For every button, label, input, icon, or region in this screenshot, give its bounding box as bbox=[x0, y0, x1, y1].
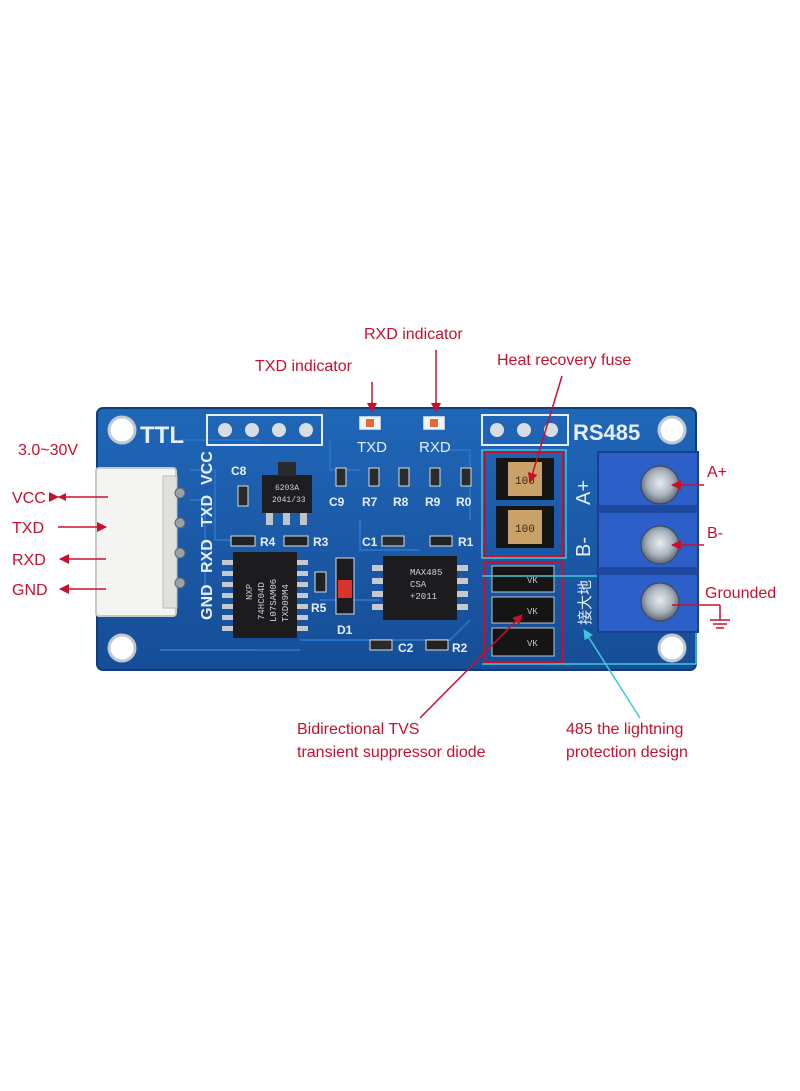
svg-text:VK: VK bbox=[527, 576, 538, 586]
label-rxd: RXD bbox=[12, 552, 46, 569]
svg-text:VCC: VCC bbox=[199, 451, 216, 485]
label-r2: R2 bbox=[452, 641, 468, 655]
label-lightning-line1: 485 the lightning bbox=[566, 721, 683, 738]
label-r0: R0 bbox=[456, 495, 472, 509]
chip-max485: MAX485 CSA +2011 bbox=[372, 556, 468, 620]
svg-text:NXP: NXP bbox=[245, 584, 255, 600]
board-pin-labels: GND RXD TXD VCC bbox=[199, 451, 216, 620]
label-rxd-indicator: RXD indicator bbox=[364, 326, 463, 343]
label-grounded: Grounded bbox=[705, 585, 776, 602]
label-txd: TXD bbox=[12, 520, 44, 537]
jst-pins bbox=[174, 487, 186, 589]
label-gnd: GND bbox=[12, 582, 48, 599]
svg-text:VK: VK bbox=[527, 639, 538, 649]
svg-text:+2011: +2011 bbox=[410, 592, 437, 602]
smd-row-top bbox=[335, 467, 472, 487]
label-c9: C9 bbox=[329, 495, 345, 509]
label-txd-indicator: TXD indicator bbox=[255, 358, 353, 375]
label-a-plus: A+ bbox=[707, 464, 727, 481]
label-b-minus: B- bbox=[707, 525, 723, 542]
voltage-regulator bbox=[262, 475, 312, 513]
label-c2: C2 bbox=[398, 641, 414, 655]
board-led-txd-label: TXD bbox=[357, 439, 387, 456]
heat-recovery-fuses: 100 100 bbox=[496, 458, 554, 548]
label-r3: R3 bbox=[313, 535, 329, 549]
header-pads-left bbox=[218, 423, 313, 437]
pcb-traces bbox=[160, 439, 471, 651]
svg-text:CSA: CSA bbox=[410, 580, 427, 590]
label-vcc: VCC bbox=[12, 490, 46, 507]
svg-text:GND: GND bbox=[199, 584, 216, 620]
tvs-diodes: VK VK VK bbox=[491, 565, 555, 657]
svg-text:VK: VK bbox=[527, 607, 538, 617]
header-4pin-left bbox=[206, 414, 323, 446]
board-rs485-label: RS485 bbox=[573, 420, 640, 445]
fuse-highlight bbox=[484, 451, 564, 558]
board-ground-label: 接大地 bbox=[577, 580, 594, 625]
svg-text:74HC04D: 74HC04D bbox=[257, 582, 267, 620]
board-led-rxd-label: RXD bbox=[419, 439, 451, 456]
board-ttl-label: TTL bbox=[140, 422, 184, 449]
label-tvs-line1: Bidirectional TVS bbox=[297, 721, 419, 738]
regulator-marking-1: 6203A bbox=[275, 484, 299, 493]
label-r8: R8 bbox=[393, 495, 409, 509]
label-r1: R1 bbox=[458, 535, 474, 549]
label-r4: R4 bbox=[260, 535, 276, 549]
label-r5: R5 bbox=[311, 601, 327, 615]
svg-text:RXD: RXD bbox=[199, 539, 216, 573]
svg-text:TXD: TXD bbox=[199, 495, 216, 527]
label-voltage: 3.0~30V bbox=[18, 442, 78, 459]
label-lightning-line2: protection design bbox=[566, 744, 688, 761]
tvs-highlight bbox=[484, 561, 564, 663]
lightning-highlight bbox=[481, 449, 567, 559]
chip-74hc04: NXP 74HC04D L07SAM06 TXD09M4 bbox=[222, 552, 308, 638]
svg-text:100: 100 bbox=[515, 524, 535, 536]
regulator-marking-2: 2041/33 bbox=[272, 496, 306, 505]
board-a-label: A+ bbox=[573, 480, 595, 505]
label-r9: R9 bbox=[425, 495, 441, 509]
header-3pin-right bbox=[481, 414, 569, 446]
board-b-label: B- bbox=[573, 537, 595, 557]
label-c8: C8 bbox=[231, 464, 247, 478]
svg-text:TXD09M4: TXD09M4 bbox=[281, 584, 291, 622]
ground-symbol-icon bbox=[672, 604, 730, 629]
label-heat-fuse: Heat recovery fuse bbox=[497, 352, 631, 369]
label-d1: D1 bbox=[337, 623, 353, 637]
label-tvs-line2: transient suppressor diode bbox=[297, 744, 486, 761]
svg-text:L07SAM06: L07SAM06 bbox=[269, 579, 279, 622]
svg-text:MAX485: MAX485 bbox=[410, 568, 442, 578]
label-r7: R7 bbox=[362, 495, 378, 509]
terminal-screws bbox=[640, 465, 680, 622]
mounting-holes bbox=[107, 415, 687, 663]
label-c1: C1 bbox=[362, 535, 378, 549]
